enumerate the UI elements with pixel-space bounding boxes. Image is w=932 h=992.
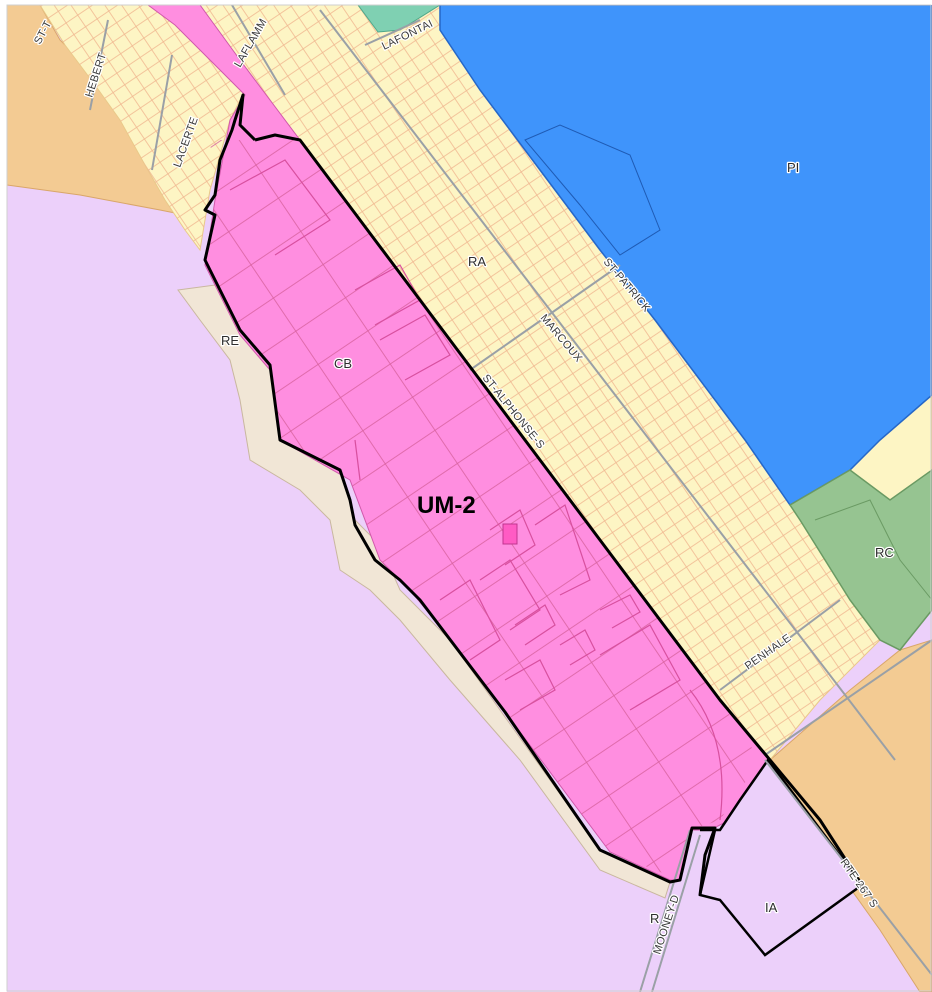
street-network [89,5,932,992]
commercial-lot-grid [205,140,760,880]
um2-label: UM-2 [417,492,476,519]
um2-boundary-west [203,93,717,896]
zone-label-r: R [650,911,659,926]
zone-ia-parcel[interactable] [698,757,864,957]
pi-inner-outline [524,124,661,256]
rc-parcel-lines [814,499,932,601]
zone-label-cb: CB [334,356,352,371]
building-footprints [229,159,723,821]
zone-label-ia: IA [765,900,778,915]
map-frame [6,4,932,992]
zone-label-re: RE [221,333,239,348]
zone-public-pi [439,5,932,506]
um2-boundary [254,133,864,886]
zone-label-pi: PI [787,160,799,175]
building-marker [502,523,518,545]
zone-label-rc: RC [875,545,894,560]
zone-recreation-rc [788,469,932,651]
zone-label-ra: RA [468,254,486,269]
zone-residential-lots [40,5,880,760]
